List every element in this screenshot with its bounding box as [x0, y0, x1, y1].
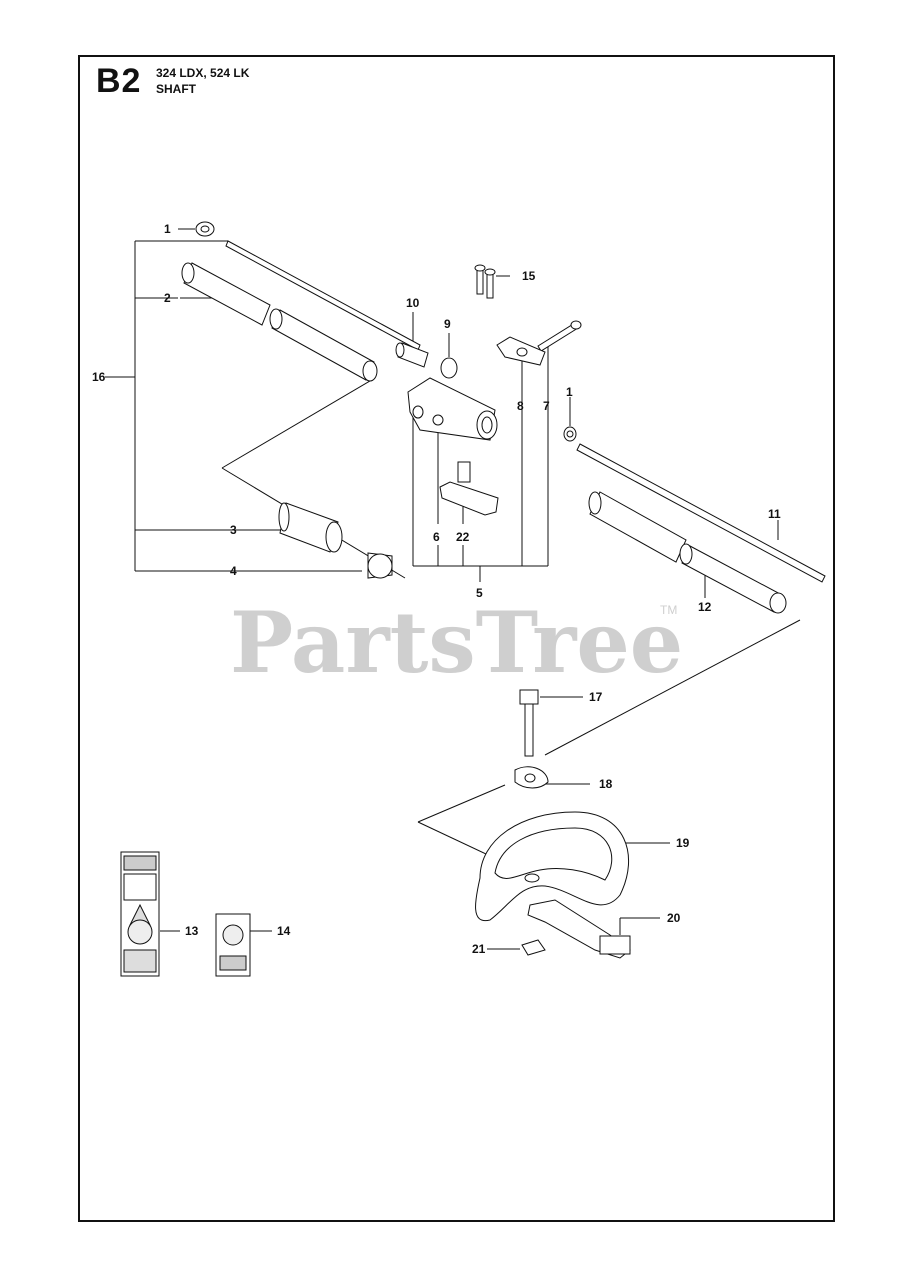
bolt-part-17	[519, 689, 539, 757]
callout-4: 4	[230, 564, 237, 578]
section-code: B2	[96, 62, 142, 100]
tube-part-12	[588, 491, 787, 614]
bushing-part-3	[278, 502, 343, 553]
callout-1b: 1	[566, 385, 573, 399]
callout-7: 7	[543, 399, 550, 413]
nut-part-6	[432, 414, 444, 426]
callout-15: 15	[522, 269, 536, 283]
screws-part-15	[474, 264, 496, 299]
callout-6: 6	[433, 530, 440, 544]
tube-part-2	[181, 262, 378, 382]
callout-12: 12	[698, 600, 712, 614]
callout-10: 10	[406, 296, 420, 310]
diagram-frame	[78, 55, 835, 1222]
washer-part-1b	[563, 426, 577, 442]
callout-19: 19	[676, 836, 690, 850]
decal-part-13	[120, 851, 160, 977]
model-list: 324 LDX, 524 LK	[156, 66, 250, 80]
callout-14: 14	[277, 924, 291, 938]
clamp-part-8	[496, 336, 546, 366]
nut-part-9	[440, 357, 458, 379]
bracket-part-20	[527, 899, 631, 959]
clamp-housing-part-5	[407, 377, 498, 441]
watermark-trademark: TM	[660, 603, 677, 617]
callout-22: 22	[456, 530, 470, 544]
callout-16: 16	[92, 370, 106, 384]
watermark-text: PartsTree	[230, 593, 683, 692]
bolt-part-7	[537, 320, 582, 352]
callout-20: 20	[667, 911, 681, 925]
bushing-part-4	[367, 552, 393, 579]
callout-21: 21	[472, 942, 486, 956]
coupling-part-10	[395, 342, 429, 368]
callout-9: 9	[444, 317, 451, 331]
callout-8: 8	[517, 399, 524, 413]
knob-part-18	[514, 766, 549, 789]
washer-part-1a	[195, 221, 215, 237]
callout-18: 18	[599, 777, 613, 791]
callout-1a: 1	[164, 222, 171, 236]
handle-part-19	[475, 811, 629, 922]
nut-part-21	[521, 939, 546, 956]
section-name: SHAFT	[156, 82, 196, 96]
callout-2: 2	[164, 291, 171, 305]
callout-13: 13	[185, 924, 199, 938]
bracket-part-22	[439, 461, 499, 516]
callout-3: 3	[230, 523, 237, 537]
decal-part-14	[215, 913, 251, 977]
callout-11: 11	[768, 507, 781, 521]
bracket-16	[105, 240, 245, 572]
callout-17: 17	[589, 690, 603, 704]
shaft-part-11	[576, 443, 826, 583]
callout-5: 5	[476, 586, 483, 600]
